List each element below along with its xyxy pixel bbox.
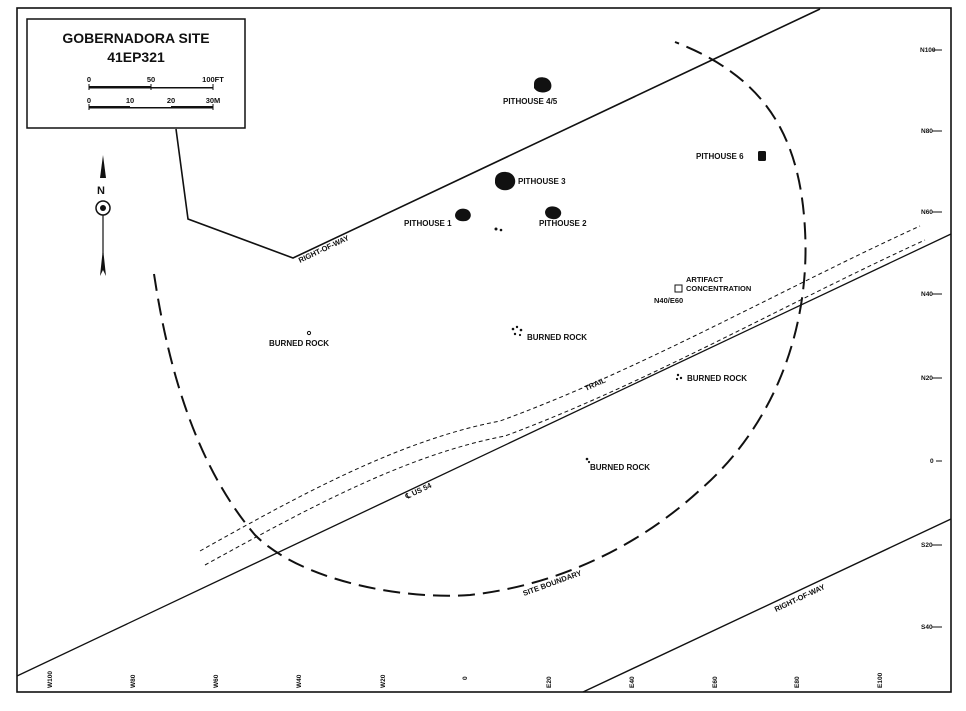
grid-tick-n0: 0 bbox=[930, 458, 942, 465]
pithouse-6: PITHOUSE 6 bbox=[696, 151, 766, 161]
artifact-concentration-grid-label: N40/E60 bbox=[654, 296, 683, 305]
burned-rock-east: BURNED ROCK bbox=[675, 373, 747, 383]
site-number: 41EP321 bbox=[107, 49, 165, 65]
scale-m-seg-1 bbox=[89, 106, 130, 109]
grid-label-s20: S20 bbox=[921, 542, 933, 549]
scale-m-seg-3 bbox=[171, 106, 213, 109]
artifact-concentration-label-1: ARTIFACT bbox=[686, 275, 723, 284]
pithouse-6-symbol bbox=[758, 151, 766, 161]
grid-label-w80: W80 bbox=[130, 674, 137, 688]
scale-m-label-30: 30M bbox=[206, 96, 221, 105]
pithouse-3: PITHOUSE 3 bbox=[495, 171, 566, 191]
pithouse-3-label: PITHOUSE 3 bbox=[518, 177, 566, 186]
pithouse-2-symbol bbox=[545, 206, 562, 220]
scale-m-label-0: 0 bbox=[87, 96, 91, 105]
grid-east-axis: W100 W80 W60 W40 W20 0 E20 E40 E60 E80 E… bbox=[47, 671, 884, 688]
title-block: GOBERNADORA SITE 41EP321 0 50 100FT 0 10… bbox=[26, 18, 246, 129]
artifact-concentration-label-2: CONCENTRATION bbox=[686, 284, 751, 293]
north-arrow-compass-core bbox=[100, 205, 106, 211]
grid-tick-n40: N40 bbox=[921, 291, 942, 298]
grid-label-w100: W100 bbox=[47, 671, 54, 688]
scale-m-label-10: 10 bbox=[126, 96, 134, 105]
burned-rock-center: BURNED ROCK bbox=[511, 325, 587, 342]
small-rock-cluster bbox=[494, 227, 503, 232]
highway-us54-centerline bbox=[16, 233, 952, 677]
scale-ft-seg-1 bbox=[89, 86, 151, 89]
pithouse-3-symbol bbox=[495, 171, 516, 191]
burned-rock-south-label: BURNED ROCK bbox=[590, 463, 650, 472]
north-arrow: N bbox=[95, 155, 111, 276]
right-of-way-lower-line bbox=[582, 518, 952, 693]
pithouse-1-label: PITHOUSE 1 bbox=[404, 219, 452, 228]
title-box bbox=[26, 18, 246, 129]
grid-label-e60: E60 bbox=[712, 676, 719, 688]
pithouse-2-label: PITHOUSE 2 bbox=[539, 219, 587, 228]
burned-rock-symbol bbox=[585, 457, 591, 464]
burned-rock-south: BURNED ROCK bbox=[585, 457, 650, 472]
burned-rock-west-label: BURNED ROCK bbox=[269, 339, 329, 348]
grid-tick-s40: S40 bbox=[921, 624, 942, 631]
grid-label-n20: N20 bbox=[921, 375, 933, 382]
artifact-concentration-marker bbox=[674, 284, 683, 293]
grid-label-n80: N80 bbox=[921, 128, 933, 135]
right-of-way-upper-line bbox=[175, 8, 821, 259]
grid-tick-n20: N20 bbox=[921, 375, 942, 382]
scale-ft-label-100: 100FT bbox=[202, 75, 224, 84]
grid-tick-n60: N60 bbox=[921, 209, 942, 216]
grid-tick-s20: S20 bbox=[921, 542, 942, 549]
trail-edge-north bbox=[199, 225, 921, 552]
scale-ft-label-0: 0 bbox=[87, 75, 91, 84]
north-arrow-head bbox=[100, 155, 106, 178]
grid-tick-n100: N100 bbox=[920, 47, 942, 54]
grid-label-n60: N60 bbox=[921, 209, 933, 216]
pithouse-4-5-symbol bbox=[534, 77, 552, 93]
grid-label-e80: E80 bbox=[794, 676, 801, 688]
pithouse-6-label: PITHOUSE 6 bbox=[696, 152, 744, 161]
pithouse-4-5-label: PITHOUSE 4/5 bbox=[503, 97, 558, 106]
grid-tick-n80: N80 bbox=[921, 128, 942, 135]
grid-label-0-north: 0 bbox=[930, 458, 934, 465]
north-arrow-label: N bbox=[97, 185, 105, 197]
grid-label-e40: E40 bbox=[629, 676, 636, 688]
burned-rock-symbol bbox=[306, 330, 312, 336]
rock-dot bbox=[494, 227, 498, 231]
grid-label-e100: E100 bbox=[877, 672, 884, 688]
scale-bar-meters: 0 10 20 30M bbox=[87, 96, 220, 110]
grid-north-axis: N100 N80 N60 N40 N20 0 S20 S40 bbox=[920, 47, 942, 631]
burned-rock-center-label: BURNED ROCK bbox=[527, 333, 587, 342]
pithouse-4-5: PITHOUSE 4/5 bbox=[503, 77, 558, 106]
grid-label-n40: N40 bbox=[921, 291, 933, 298]
pithouse-2: PITHOUSE 2 bbox=[539, 206, 587, 228]
grid-label-w20: W20 bbox=[380, 674, 387, 688]
scale-bar-feet: 0 50 100FT bbox=[87, 75, 224, 90]
grid-label-0-east: 0 bbox=[462, 676, 469, 680]
scale-m-seg-2 bbox=[130, 107, 171, 109]
pithouse-1-symbol bbox=[455, 208, 471, 222]
rock-dot bbox=[499, 228, 503, 232]
burned-rock-symbol bbox=[675, 373, 683, 381]
grid-label-s40: S40 bbox=[921, 624, 933, 631]
artifact-concentration: ARTIFACT CONCENTRATION N40/E60 bbox=[654, 275, 751, 305]
grid-label-n100: N100 bbox=[920, 47, 936, 54]
burned-rock-east-label: BURNED ROCK bbox=[687, 374, 747, 383]
site-boundary-line bbox=[153, 41, 807, 597]
grid-label-w40: W40 bbox=[296, 674, 303, 688]
burned-rock-symbol bbox=[511, 325, 523, 337]
north-arrow-tail bbox=[100, 248, 106, 276]
grid-label-e20: E20 bbox=[546, 676, 553, 688]
scale-ft-label-50: 50 bbox=[147, 75, 155, 84]
scale-ft-seg-2 bbox=[151, 87, 213, 89]
scale-m-label-20: 20 bbox=[167, 96, 175, 105]
burned-rock-west: BURNED ROCK bbox=[269, 330, 329, 348]
pithouse-1: PITHOUSE 1 bbox=[404, 208, 471, 228]
site-name: GOBERNADORA SITE bbox=[62, 30, 209, 46]
grid-label-w60: W60 bbox=[213, 674, 220, 688]
